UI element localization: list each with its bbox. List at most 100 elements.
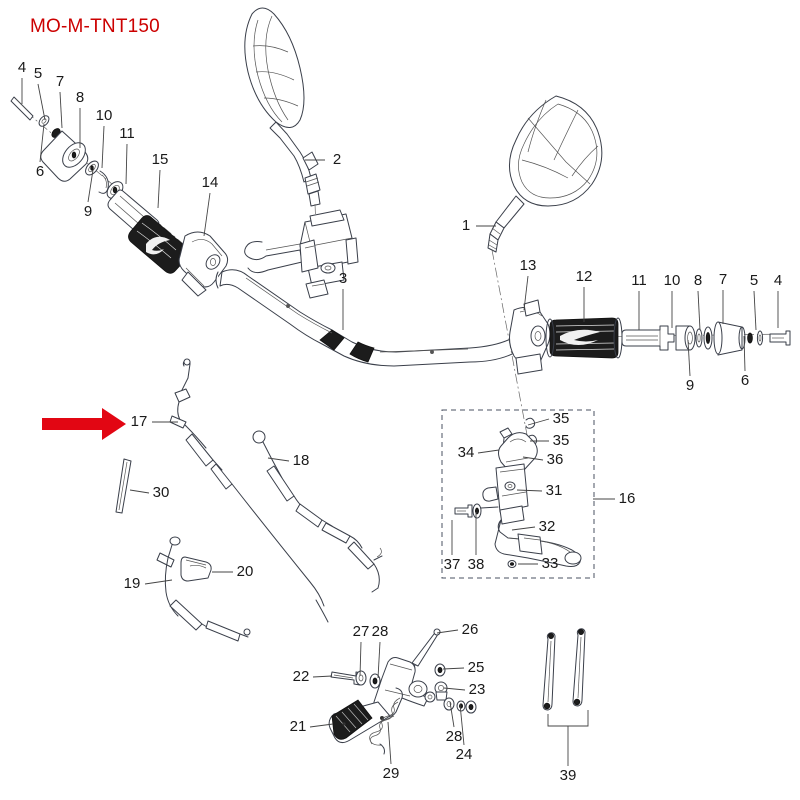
callout-leader-line-36 <box>522 456 544 461</box>
callout-leader-line-26 <box>436 629 459 634</box>
callout-number-25[interactable]: 25 <box>468 659 485 676</box>
callout-number-37[interactable]: 37 <box>444 556 461 573</box>
callout-leader-line-22 <box>312 675 333 678</box>
callout-number-29[interactable]: 29 <box>383 765 400 782</box>
part-6-right-nut <box>747 332 753 344</box>
part-5-right-washer <box>756 330 764 346</box>
callout-number-13[interactable]: 13 <box>520 257 537 274</box>
callout-number-20[interactable]: 20 <box>237 563 254 580</box>
callout-number-24[interactable]: 24 <box>456 746 473 763</box>
callout-number-6[interactable]: 6 <box>36 163 44 180</box>
page-title: MO-M-TNT150 <box>30 16 160 37</box>
callout-number-19[interactable]: 19 <box>124 575 141 592</box>
part-14-left-switch-housing <box>178 231 229 297</box>
part-13-right-switch-housing <box>509 299 551 375</box>
callout-leader-line-5 <box>753 290 757 331</box>
callout-number-30[interactable]: 30 <box>153 484 170 501</box>
callout-leader-line-6 <box>743 335 746 372</box>
callout-leader-line-5 <box>37 83 46 121</box>
callout-leader-line-19 <box>144 579 173 585</box>
part-19-clutch-cable <box>156 536 251 642</box>
callout-leader-line-11 <box>125 143 128 185</box>
callout-number-12[interactable]: 12 <box>576 268 593 285</box>
callout-number-6r[interactable]: 6 <box>741 372 749 389</box>
callout-leader-line-21 <box>309 723 334 728</box>
callout-number-11r[interactable]: 11 <box>631 272 647 289</box>
callout-number-33[interactable]: 33 <box>542 555 559 572</box>
callout-number-27[interactable]: 27 <box>353 623 370 640</box>
callout-number-10r[interactable]: 10 <box>664 272 681 289</box>
right-grip-assembly <box>509 299 791 375</box>
callout-leader-line-28 <box>449 701 455 728</box>
part-20-boot <box>180 556 212 582</box>
callout-number-39[interactable]: 39 <box>560 767 577 784</box>
callout-leader-line-6 <box>39 123 45 163</box>
callout-number-22[interactable]: 22 <box>293 668 310 685</box>
part-8-spacer <box>85 160 99 176</box>
callout-number-9[interactable]: 9 <box>84 203 92 220</box>
callout-leader-line-31 <box>516 489 543 492</box>
callout-leader-line-14 <box>203 192 211 237</box>
callout-number-1[interactable]: 1 <box>462 217 470 234</box>
callout-leader-line-35 <box>527 418 550 426</box>
part-30-rod <box>115 458 132 514</box>
callout-number-15[interactable]: 15 <box>152 151 169 168</box>
callout-number-4r[interactable]: 4 <box>774 272 782 289</box>
callout-number-7r[interactable]: 7 <box>719 271 727 288</box>
callout-number-28b[interactable]: 28 <box>446 728 463 745</box>
callout-leader-line-30 <box>129 489 150 494</box>
callout-leader-line-29 <box>387 721 392 765</box>
callout-number-8r[interactable]: 8 <box>694 272 702 289</box>
part-17-throttle-cable <box>169 358 329 623</box>
callout-number-2[interactable]: 2 <box>333 151 341 168</box>
callout-number-18[interactable]: 18 <box>293 452 310 469</box>
callout-leader-line-25 <box>442 667 465 670</box>
front-master-cylinder-assembly <box>244 209 359 299</box>
callout-number-28a[interactable]: 28 <box>372 623 389 640</box>
callout-number-11[interactable]: 11 <box>119 125 135 142</box>
callout-number-26[interactable]: 26 <box>462 621 479 638</box>
callout-number-9r[interactable]: 9 <box>686 377 694 394</box>
callout-leader-line-9 <box>687 339 691 377</box>
callout-number-31[interactable]: 31 <box>546 482 563 499</box>
part-11-right-throttle-tube <box>621 325 675 351</box>
callout-leader-line-9 <box>87 169 94 203</box>
part-7-right-bar-end <box>713 321 746 356</box>
callout-leader-line-13 <box>523 275 529 311</box>
callout-number-17[interactable]: 17 <box>131 413 148 430</box>
callout-number-5[interactable]: 5 <box>34 65 42 82</box>
callout-number-36[interactable]: 36 <box>547 451 564 468</box>
callout-number-7[interactable]: 7 <box>56 73 64 90</box>
part-2-left-mirror <box>244 7 321 229</box>
callout-number-32[interactable]: 32 <box>539 518 556 535</box>
callout-number-35b[interactable]: 35 <box>553 432 570 449</box>
callout-number-8[interactable]: 8 <box>76 89 84 106</box>
part-8-right-spacer <box>703 326 713 350</box>
red-highlight-arrow <box>42 408 126 440</box>
part-9-right-washer <box>695 328 703 348</box>
part-39-rods <box>542 628 589 727</box>
callout-number-14[interactable]: 14 <box>202 174 219 191</box>
callout-leader-line-18 <box>267 457 290 462</box>
callout-leader-line-27 <box>359 641 362 677</box>
callout-number-10[interactable]: 10 <box>96 107 113 124</box>
callout-number-21[interactable]: 21 <box>290 718 307 735</box>
part-12-right-grip <box>545 317 623 359</box>
part-18-cable <box>252 430 383 593</box>
callout-number-4[interactable]: 4 <box>18 59 26 76</box>
callout-number-5r[interactable]: 5 <box>750 272 758 289</box>
callout-leader-line-23 <box>443 687 466 691</box>
part-5-washer <box>38 115 50 127</box>
callout-number-16[interactable]: 16 <box>619 490 636 507</box>
callout-number-38[interactable]: 38 <box>468 556 485 573</box>
callout-number-3[interactable]: 3 <box>339 270 347 287</box>
callout-number-35a[interactable]: 35 <box>553 410 570 427</box>
part-29-spring <box>369 687 403 755</box>
callout-number-34[interactable]: 34 <box>458 444 475 461</box>
callout-number-23[interactable]: 23 <box>469 681 486 698</box>
part-16-brake-lever-assembly-box <box>441 409 595 579</box>
